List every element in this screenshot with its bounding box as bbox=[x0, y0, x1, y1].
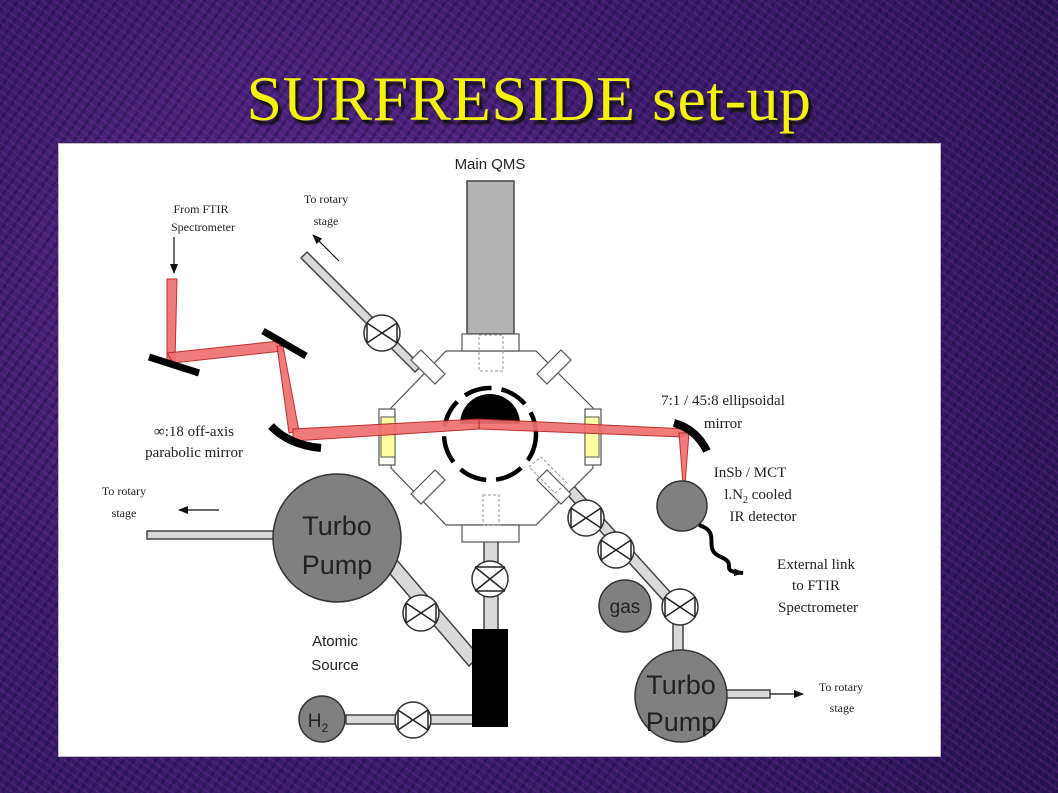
turbo-pump-left bbox=[272, 473, 402, 603]
atomic-source-label-1: Atomic bbox=[312, 633, 358, 650]
detector-label-2: l.N2 cooled bbox=[724, 487, 792, 506]
setup-diagram: Main QMS bbox=[102, 156, 863, 743]
external-link-label-3: Spectrometer bbox=[778, 600, 858, 616]
external-link-label-2: to FTIR bbox=[792, 578, 840, 594]
valve-gas-2[interactable] bbox=[597, 531, 635, 569]
to-rotary-top-label-1: To rotary bbox=[304, 192, 348, 206]
to-rotary-top-label-2: stage bbox=[314, 214, 339, 228]
turbo-pump-left-label-2: Pump bbox=[302, 550, 373, 580]
gas-label: gas bbox=[610, 597, 641, 618]
ellipsoidal-mirror-label-1: 7:1 / 45:8 ellipsoidal bbox=[661, 393, 785, 409]
main-qms-label: Main QMS bbox=[455, 156, 526, 173]
to-rotary-left-label-2: stage bbox=[112, 506, 137, 520]
main-qms bbox=[466, 180, 515, 335]
turbo-pump-right-label-1: Turbo bbox=[646, 670, 716, 700]
radiation-shield bbox=[441, 385, 539, 483]
rotary-top-arrow bbox=[312, 234, 340, 262]
sample-holder bbox=[460, 394, 520, 424]
detector-label-3: IR detector bbox=[729, 509, 796, 525]
h2-label: H2 bbox=[308, 711, 329, 735]
detector-label-1: InSb / MCT bbox=[714, 465, 787, 481]
turbo-pump-left-label-1: Turbo bbox=[302, 511, 372, 541]
parabolic-mirror-label-1: ∞:18 off-axis bbox=[154, 424, 234, 440]
from-ftir-label-2: Spectrometer bbox=[171, 220, 235, 234]
ir-beam bbox=[166, 278, 690, 486]
flat-mirror-right bbox=[261, 327, 308, 360]
atomic-source bbox=[472, 629, 508, 727]
to-rotary-right-label-1: To rotary bbox=[819, 680, 863, 694]
from-ftir-label-1: From FTIR bbox=[173, 202, 228, 216]
turbo-pump-right-label-2: Pump bbox=[646, 707, 717, 737]
diagram-panel: Main QMS bbox=[58, 143, 941, 757]
valve-atomic-source[interactable] bbox=[471, 560, 509, 598]
to-rotary-left-label-1: To rotary bbox=[102, 484, 146, 498]
rotary-stage-pipe-top bbox=[299, 250, 423, 374]
flat-mirror-left bbox=[147, 353, 201, 377]
valve-turbo-left[interactable] bbox=[402, 594, 440, 632]
parabolic-mirror-label-2: parabolic mirror bbox=[145, 445, 243, 461]
ir-detector bbox=[656, 480, 708, 532]
rotary-stage-pipe-left bbox=[146, 530, 278, 540]
to-rotary-right-label-2: stage bbox=[830, 701, 855, 715]
atomic-source-label-2: Source bbox=[311, 657, 359, 674]
valve-turbo-right[interactable] bbox=[661, 588, 699, 626]
external-link-label-1: External link bbox=[777, 557, 855, 573]
ir-window-right bbox=[584, 408, 602, 466]
ellipsoidal-mirror-label-2: mirror bbox=[704, 416, 742, 432]
external-link-arrow bbox=[698, 523, 744, 577]
ir-window-left bbox=[378, 408, 396, 466]
turbo-pump-right bbox=[634, 649, 728, 743]
h2-vessel bbox=[298, 695, 346, 743]
valve-gas-1[interactable] bbox=[567, 499, 605, 537]
valve-h2[interactable] bbox=[394, 701, 432, 739]
valve-rotary-top[interactable] bbox=[363, 314, 401, 352]
ellipsoidal-mirror bbox=[672, 419, 711, 453]
vacuum-chamber bbox=[390, 333, 594, 543]
slide-title: SURFRESIDE set-up bbox=[246, 63, 812, 134]
parabolic-mirror bbox=[268, 423, 322, 452]
gas-vessel bbox=[598, 579, 652, 633]
